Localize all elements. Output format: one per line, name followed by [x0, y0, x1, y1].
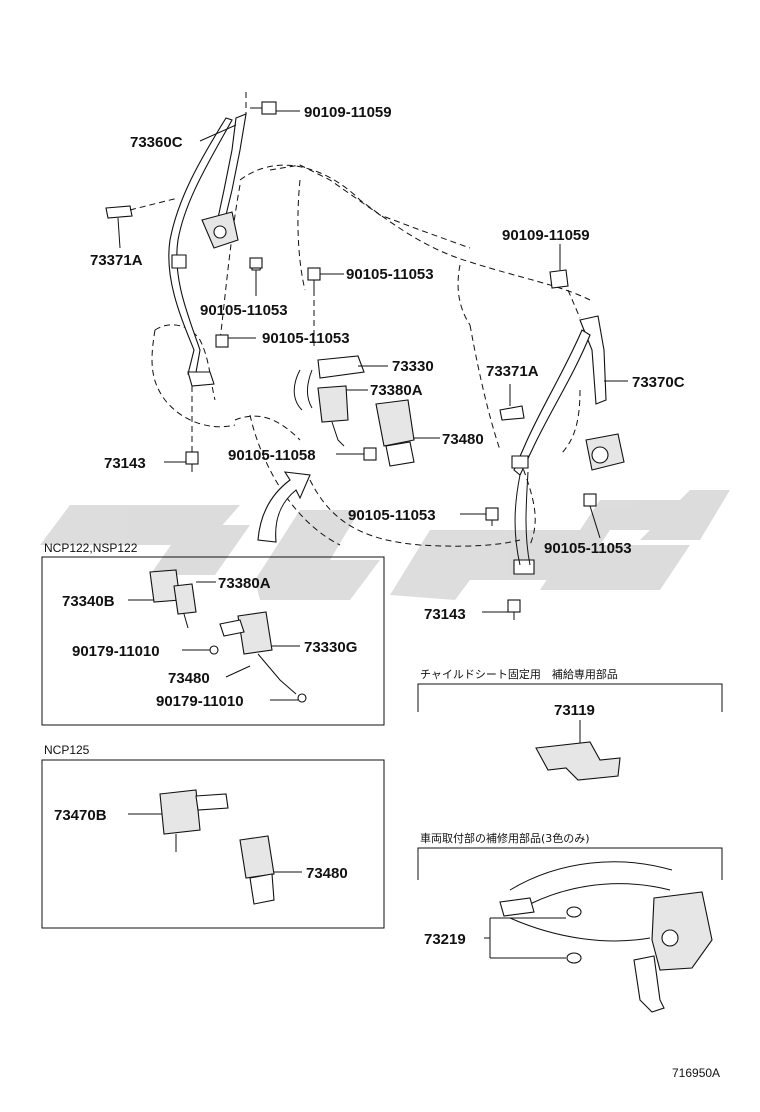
cap-icon	[566, 952, 582, 964]
callout-73330: 73330	[392, 358, 434, 375]
callout-73340B: 73340B	[62, 593, 115, 610]
section-title: チャイルドシート固定用 補給専用部品	[420, 667, 618, 681]
callout-73371A: 73371A	[90, 252, 143, 269]
callout-73480: 73480	[442, 431, 484, 448]
bolt-icon	[215, 334, 229, 348]
variant-box-ncp122: NCP122,NSP122 73380A 73340B 90179-11010 …	[41, 541, 385, 726]
right-seat-belt	[511, 269, 625, 575]
callout-73480: 73480	[168, 670, 210, 687]
drawing-number: 716950A	[672, 1066, 720, 1080]
bolt-icon	[583, 493, 597, 507]
section-title: 車両取付部の補修用部品(3色のみ)	[420, 831, 590, 845]
clip-73371A-left	[105, 205, 133, 219]
left-seat-belt	[168, 113, 263, 387]
callout-90179-11010: 90179-11010	[72, 643, 160, 660]
bolt-icon	[485, 507, 499, 526]
callout-73371A: 73371A	[486, 363, 539, 380]
callout-73370C: 73370C	[632, 374, 685, 391]
nut-icon	[297, 693, 307, 703]
variant-title: NCP125	[44, 743, 90, 757]
bolt-icon	[507, 599, 521, 620]
callout-73330G: 73330G	[304, 639, 357, 656]
clip-73371A-right	[499, 405, 525, 421]
callout-73480: 73480	[306, 865, 348, 882]
callout-73360C: 73360C	[130, 134, 183, 151]
callout-90105-11053: 90105-11053	[262, 330, 350, 347]
callout-90109-11059: 90109-11059	[502, 227, 590, 244]
variant-box-ncp125: NCP125 73470B 73480	[41, 743, 385, 929]
callout-73143: 73143	[104, 455, 146, 472]
repair-parts-panel: 車両取付部の補修用部品(3色のみ) 73219	[417, 831, 723, 1013]
bolt-icon	[307, 267, 321, 290]
callout-90105-11053: 90105-11053	[200, 302, 288, 319]
variant-title: NCP122,NSP122	[44, 541, 138, 555]
center-buckles	[293, 355, 415, 467]
callout-73380A: 73380A	[370, 382, 423, 399]
bolt-icon	[249, 257, 263, 269]
callout-90179-11010: 90179-11010	[156, 693, 244, 710]
bolts	[185, 101, 597, 620]
leader-lines	[117, 92, 628, 613]
bolt-icon	[185, 451, 199, 472]
callout-73380A: 73380A	[218, 575, 271, 592]
nut-icon	[209, 645, 219, 655]
bolt-icon	[250, 101, 277, 115]
callout-90105-11053: 90105-11053	[346, 266, 434, 283]
callout-73143: 73143	[424, 606, 466, 623]
callout-73470B: 73470B	[54, 807, 107, 824]
callout-90105-11053: 90105-11053	[544, 540, 632, 557]
callout-90109-11059: 90109-11059	[304, 104, 392, 121]
front-arrow	[257, 471, 311, 543]
callout-90105-11058: 90105-11058	[228, 447, 316, 464]
callout-73219: 73219	[424, 931, 466, 948]
watermark-logo	[40, 490, 730, 600]
bolt-icon	[363, 447, 377, 461]
callout-90105-11053: 90105-11053	[348, 507, 436, 524]
child-seat-anchor-panel: チャイルドシート固定用 補給専用部品 73119	[417, 667, 723, 781]
cap-icon	[566, 906, 582, 918]
rear-seat-outline	[151, 164, 591, 547]
callout-73119: 73119	[554, 702, 595, 719]
